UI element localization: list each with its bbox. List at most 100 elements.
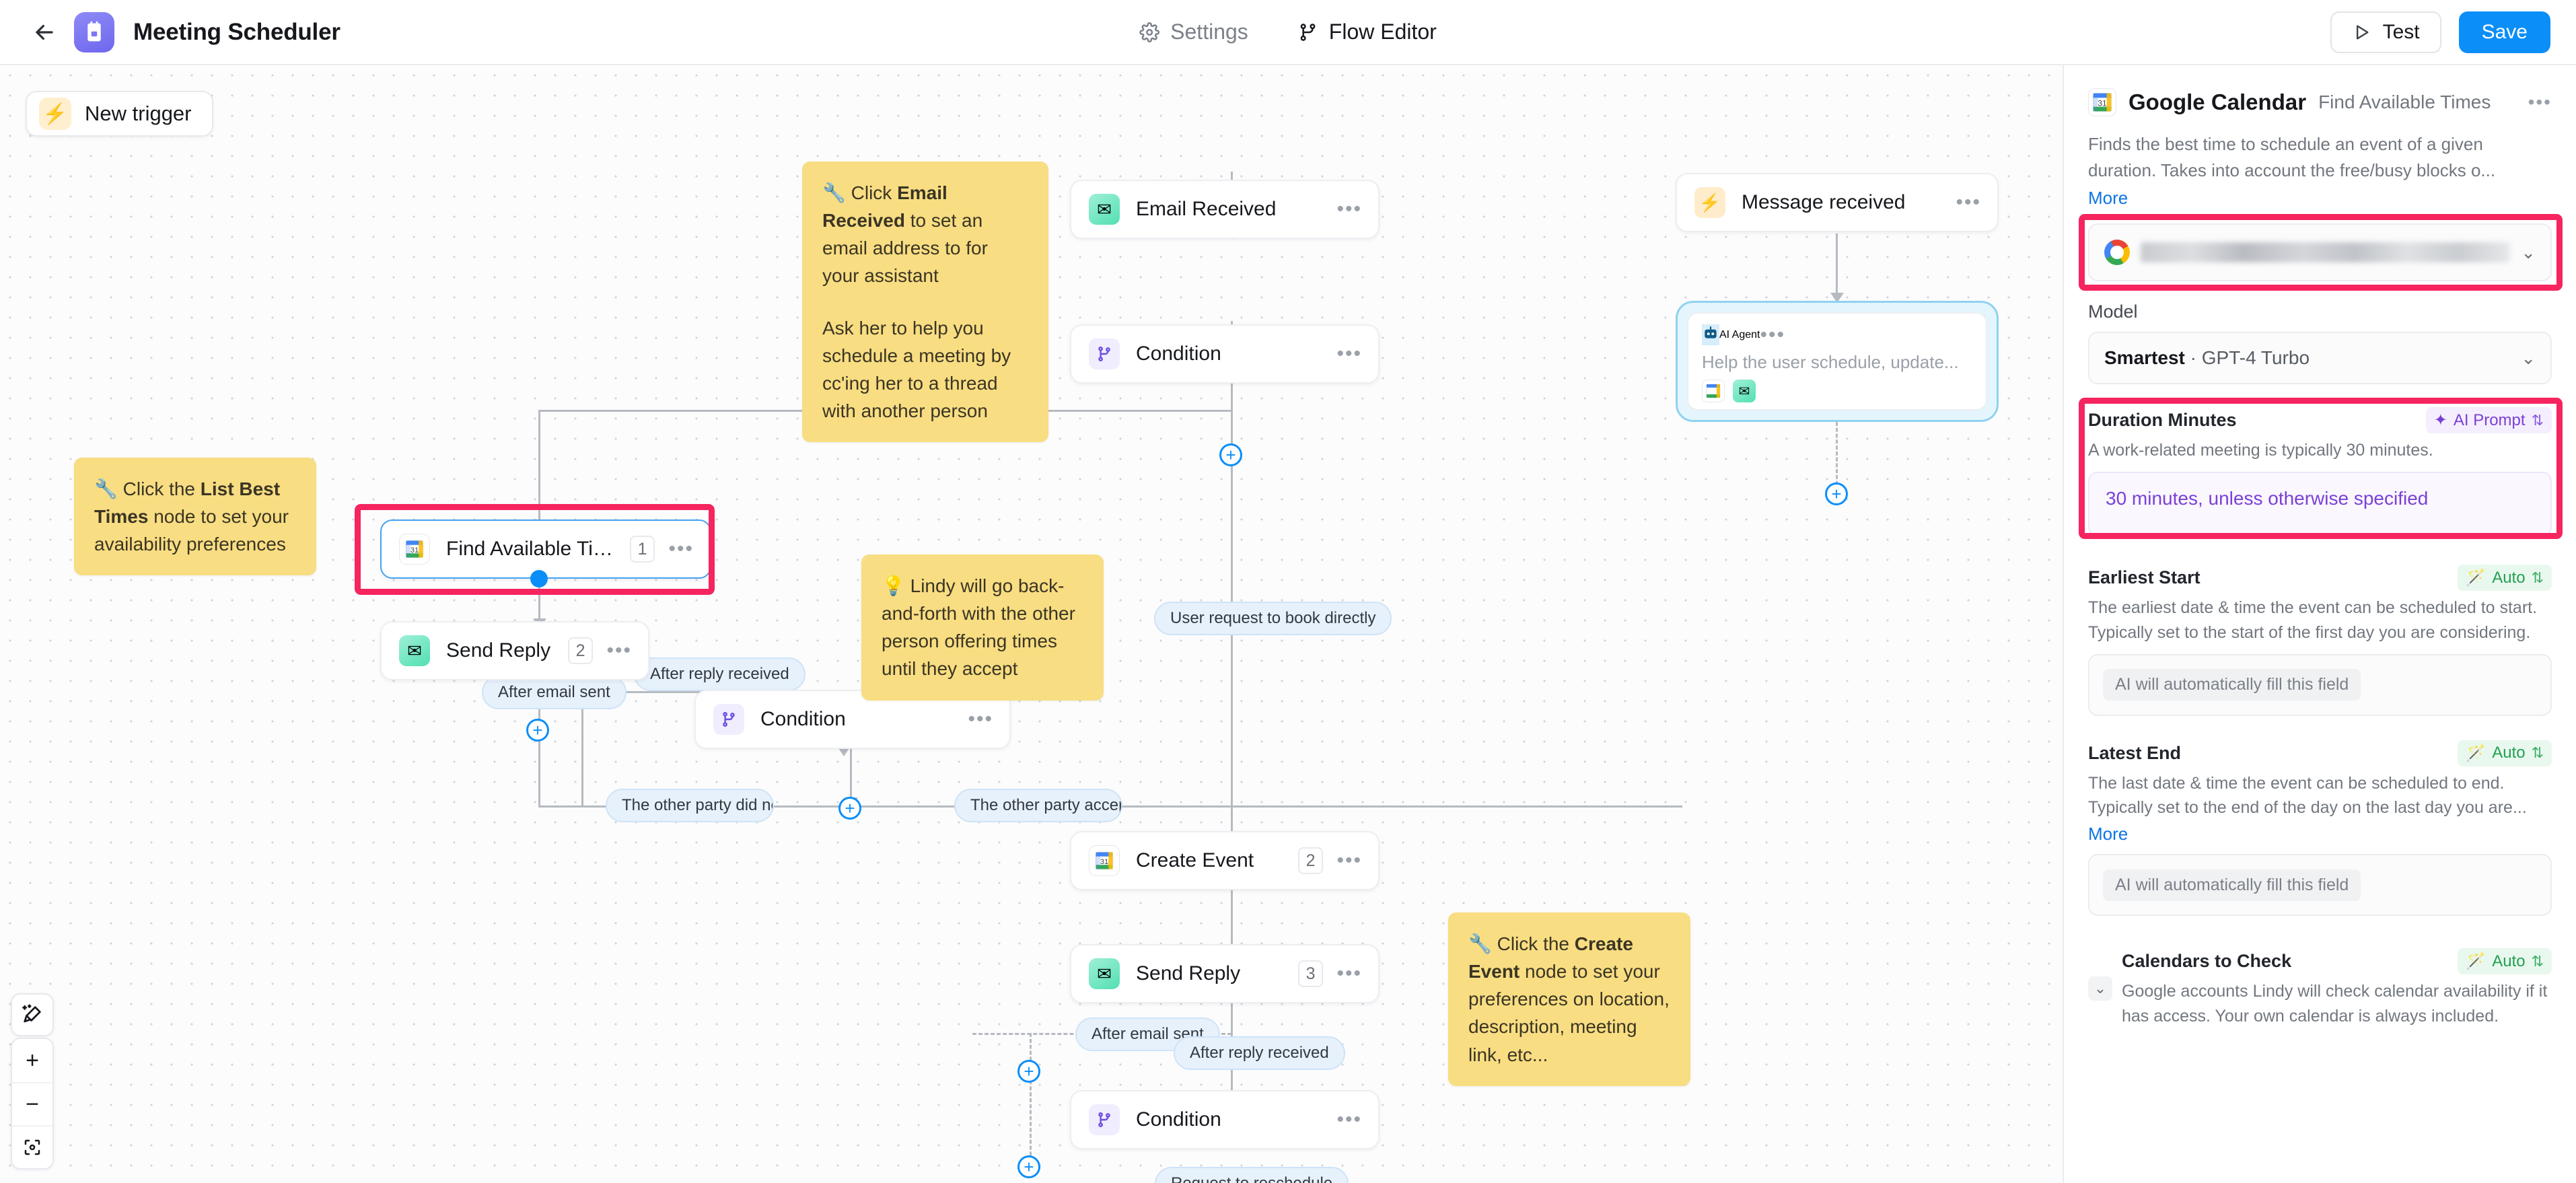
google-calendar-icon: 31 (2088, 88, 2116, 116)
note-line-1: 💡 Lindy will go back-and-forth with the … (882, 575, 1075, 680)
magic-wand-icon (22, 1004, 41, 1023)
arrow-left-icon (36, 24, 53, 40)
model-select[interactable]: Smartest · GPT-4 Turbo ⌄ (2088, 332, 2552, 384)
earliest-start-field: Earliest Start 🪄 Auto ⇅ The earliest dat… (2088, 565, 2552, 716)
auto-badge-label: Auto (2492, 744, 2526, 762)
auto-badge[interactable]: 🪄 Auto ⇅ (2458, 565, 2552, 592)
edge (1836, 234, 1838, 294)
new-trigger-button[interactable]: ⚡ New trigger (26, 91, 213, 137)
node-label: Create Event (1136, 849, 1254, 871)
node-condition-3[interactable]: Condition ••• (1070, 1090, 1380, 1149)
ai-prompt-badge[interactable]: ✦ AI Prompt ⇅ (2425, 407, 2552, 433)
node-find-available-times[interactable]: 31 Find Available Times 1 ••• (380, 519, 711, 579)
calendars-to-check-description: Google accounts Lindy will check calenda… (2122, 982, 2548, 1026)
chevron-down-icon[interactable]: ⌄ (2088, 976, 2112, 1001)
add-node-button[interactable]: + (526, 719, 549, 742)
node-menu-icon[interactable]: ••• (1336, 962, 1362, 984)
node-menu-icon[interactable]: ••• (1336, 343, 1362, 365)
back-button[interactable] (26, 13, 63, 51)
node-condition-1[interactable]: Condition ••• (1070, 324, 1380, 384)
edge-label-user-request[interactable]: User request to book directly (1154, 602, 1392, 635)
node-menu-icon[interactable]: ••• (968, 708, 993, 730)
node-ai-agent[interactable]: AI Agent ••• Help the user schedule, upd… (1687, 312, 1987, 410)
node-output-handle[interactable] (530, 570, 548, 587)
add-node-button[interactable]: + (1825, 482, 1848, 505)
node-menu-icon[interactable]: ••• (1760, 323, 1786, 346)
auto-badge[interactable]: 🪄 Auto ⇅ (2458, 948, 2552, 975)
new-trigger-label: New trigger (85, 102, 192, 125)
auto-layout-button[interactable] (11, 993, 54, 1036)
node-create-event[interactable]: 31 Create Event 2 ••• (1070, 831, 1380, 890)
earliest-start-input[interactable]: AI will automatically fill this field (2088, 653, 2552, 716)
zoom-in-button[interactable]: + (26, 1047, 39, 1073)
earliest-start-description: The earliest date & time the event can b… (2088, 598, 2538, 642)
condition-icon (1089, 1104, 1120, 1135)
latest-end-field: Latest End 🪄 Auto ⇅ The last date & time… (2088, 740, 2552, 917)
auto-badge[interactable]: 🪄 Auto ⇅ (2458, 740, 2552, 766)
add-node-button[interactable]: + (1017, 1155, 1040, 1178)
edge-label-after-email-sent-2[interactable]: After email sent (1075, 1017, 1220, 1051)
sparkles-icon: ✦ (2433, 411, 2447, 429)
edge (538, 738, 540, 805)
edge-label-after-reply-received-1[interactable]: After reply received (634, 657, 806, 691)
chevron-updown-icon: ⇅ (2531, 411, 2544, 429)
model-field: Model Smartest · GPT-4 Turbo ⌄ (2088, 301, 2552, 384)
node-send-reply-2[interactable]: ✉ Send Reply 3 ••• (1070, 944, 1380, 1003)
node-settings-panel: 31 Google Calendar Find Available Times … (2063, 65, 2576, 1183)
note-back-and-forth[interactable]: 💡 Lindy will go back-and-forth with the … (861, 554, 1104, 701)
account-select[interactable]: ⌄ (2088, 223, 2552, 281)
flow-canvas[interactable]: ⚡ New trigger (0, 65, 2063, 1183)
google-calendar-icon (1702, 380, 1725, 402)
save-button[interactable]: Save (2458, 11, 2550, 53)
node-menu-icon[interactable]: ••• (1336, 849, 1362, 871)
account-value-redacted (2141, 242, 2511, 262)
ai-prompt-badge-label: AI Prompt (2453, 410, 2526, 429)
chevron-down-icon: ⌄ (2521, 242, 2536, 262)
fit-view-button[interactable] (12, 1125, 52, 1168)
edge-label-other-party-not-accept[interactable]: The other party did not accept an (606, 789, 774, 822)
edge-label-after-email-sent-1[interactable]: After email sent (482, 676, 627, 709)
calendars-to-check-field: ⌄ Calendars to Check 🪄 Auto ⇅ Google acc… (2088, 948, 2552, 1028)
edge-label-after-reply-received-2[interactable]: After reply received (1174, 1036, 1345, 1070)
node-label: Find Available Times (446, 538, 630, 560)
node-menu-icon[interactable]: ••• (1336, 198, 1362, 220)
latest-end-placeholder: AI will automatically fill this field (2103, 869, 2361, 901)
panel-more-link[interactable]: More (2088, 188, 2128, 208)
node-menu-icon[interactable]: ••• (668, 538, 694, 560)
magic-wand-icon: 🪄 (2466, 744, 2486, 762)
tab-flow-editor[interactable]: Flow Editor (1291, 14, 1443, 50)
latest-end-more-link[interactable]: More (2088, 824, 2128, 845)
robot-icon (1702, 324, 1719, 345)
node-menu-icon[interactable]: ••• (1956, 191, 1981, 213)
edge-label-request-reschedule[interactable]: Request to reschedule (1155, 1167, 1349, 1183)
panel-header: 31 Google Calendar Find Available Times … (2088, 88, 2552, 116)
app-icon (74, 11, 114, 52)
add-node-button[interactable]: + (838, 797, 861, 820)
node-send-reply-1[interactable]: ✉ Send Reply 2 ••• (380, 621, 649, 680)
duration-minutes-input[interactable]: 30 minutes, unless otherwise specified (2088, 472, 2552, 537)
node-count: 2 (567, 637, 594, 664)
condition-icon (1089, 338, 1120, 369)
note-list-best-times[interactable]: 🔧 Click the List Best Times node to set … (74, 458, 316, 576)
note-line-1: 🔧 Click the Create Event node to set you… (1468, 933, 1670, 1065)
add-node-button[interactable]: + (1017, 1060, 1040, 1083)
duration-minutes-field: Duration Minutes ✦ AI Prompt ⇅ A work-re… (2088, 407, 2552, 537)
test-button[interactable]: Test (2330, 11, 2441, 53)
add-node-button[interactable]: + (1219, 443, 1242, 466)
edge-label-other-party-accepted[interactable]: The other party accepted one tim (954, 789, 1122, 822)
node-menu-icon[interactable]: ••• (606, 639, 632, 661)
tab-settings[interactable]: Settings (1133, 14, 1255, 50)
node-email-received[interactable]: ✉ Email Received ••• (1070, 180, 1380, 239)
condition-icon (713, 704, 744, 735)
node-message-received[interactable]: ⚡ Message received ••• (1676, 173, 1999, 232)
latest-end-input[interactable]: AI will automatically fill this field (2088, 854, 2552, 917)
auto-badge-label: Auto (2492, 568, 2526, 587)
panel-menu-icon[interactable]: ••• (2528, 92, 2552, 112)
zoom-controls: + − (11, 1038, 54, 1170)
node-menu-icon[interactable]: ••• (1336, 1108, 1362, 1131)
zoom-out-button[interactable]: − (12, 1082, 52, 1125)
model-label: Model (2088, 301, 2138, 322)
note-email-received[interactable]: 🔧 Click Email Received to set an email a… (802, 162, 1048, 443)
note-create-event[interactable]: 🔧 Click the Create Event node to set you… (1448, 912, 1690, 1086)
chevron-down-icon: ⌄ (2521, 347, 2536, 368)
